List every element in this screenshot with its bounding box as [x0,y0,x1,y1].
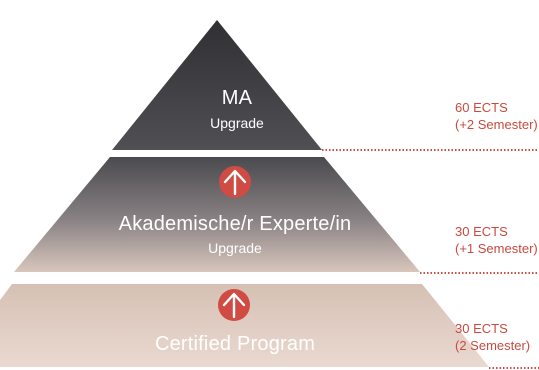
credits-semester: (2 Semester) [455,338,531,353]
tier-middle-title: Akademische/r Experte/in [118,213,352,235]
up-arrow-icon [219,166,251,198]
tier-middle-subtitle: Upgrade [208,240,262,256]
tier-top-credits: 60 ECTS (+2 Semester) [455,99,538,133]
up-arrow-icon [218,289,250,321]
tier-base-shape [0,284,489,367]
credits-semester: (+1 Semester) [455,241,538,256]
tier-top-title: MA [221,87,253,109]
tier-middle-credits: 30 ECTS (+1 Semester) [455,223,538,257]
tier-base-credits: 30 ECTS (2 Semester) [455,320,530,354]
tier-top-shape [112,20,322,150]
credits-ects: 60 ECTS [455,100,508,115]
credits-ects: 30 ECTS [455,224,508,239]
credits-semester: (+2 Semester) [455,117,538,132]
tier-top-subtitle: Upgrade [210,115,264,131]
tier-middle-shape [14,157,420,272]
credits-ects: 30 ECTS [455,321,508,336]
tier-base-title: Certified Program [154,333,316,355]
